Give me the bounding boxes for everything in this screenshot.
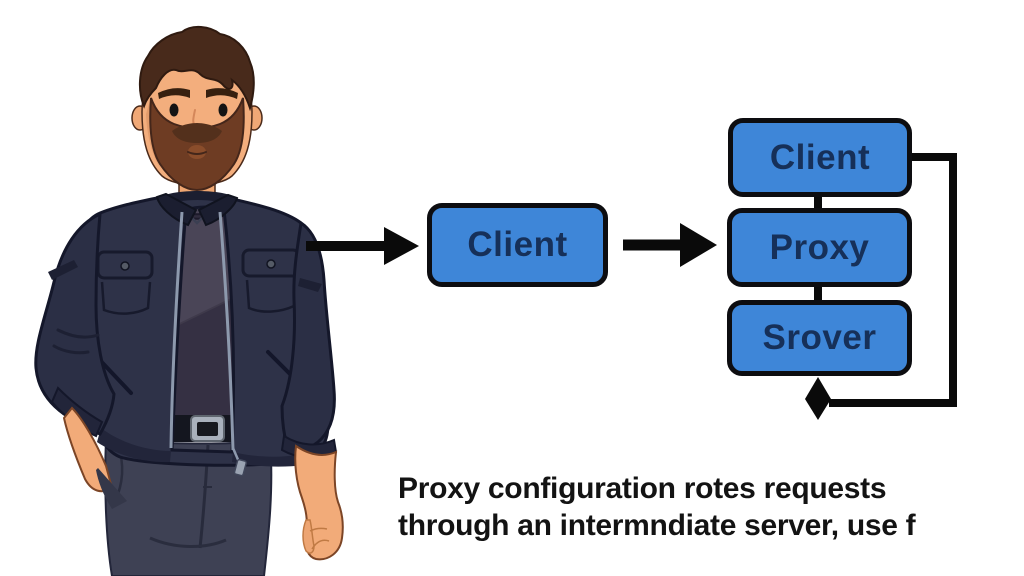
jacket-pocket-right: [241, 248, 301, 313]
stack-client-box: Client: [728, 118, 912, 197]
stack-server-label: Srover: [762, 318, 877, 357]
person-beard: [149, 97, 245, 192]
zipper-pull: [231, 447, 247, 477]
client-box: Client: [427, 203, 608, 287]
arrow-client-to-proxy: [623, 223, 717, 267]
caption: Proxy configuration rotes requests throu…: [398, 470, 998, 544]
jacket-zipper: [169, 211, 235, 451]
man-illustration: [34, 26, 344, 576]
stack-client-label: Client: [769, 137, 871, 177]
person-left-forearm: [62, 406, 127, 509]
person-hair: [138, 26, 255, 112]
jacket-collar: [155, 191, 239, 227]
stack-server-box: Srover: [727, 300, 912, 376]
caption-line-1: Proxy configuration rotes requests: [398, 472, 887, 505]
person-right-hand: [294, 444, 344, 561]
stack-proxy-box: Proxy: [727, 208, 912, 287]
person-eyes: [158, 88, 238, 127]
feedback-diamond: [805, 377, 831, 420]
client-box-label: Client: [467, 225, 568, 264]
jacket-hem-left: [97, 428, 171, 463]
caption-line-2: through an intermndiate server, use f: [398, 509, 916, 542]
stack-proxy-label: Proxy: [769, 227, 870, 267]
